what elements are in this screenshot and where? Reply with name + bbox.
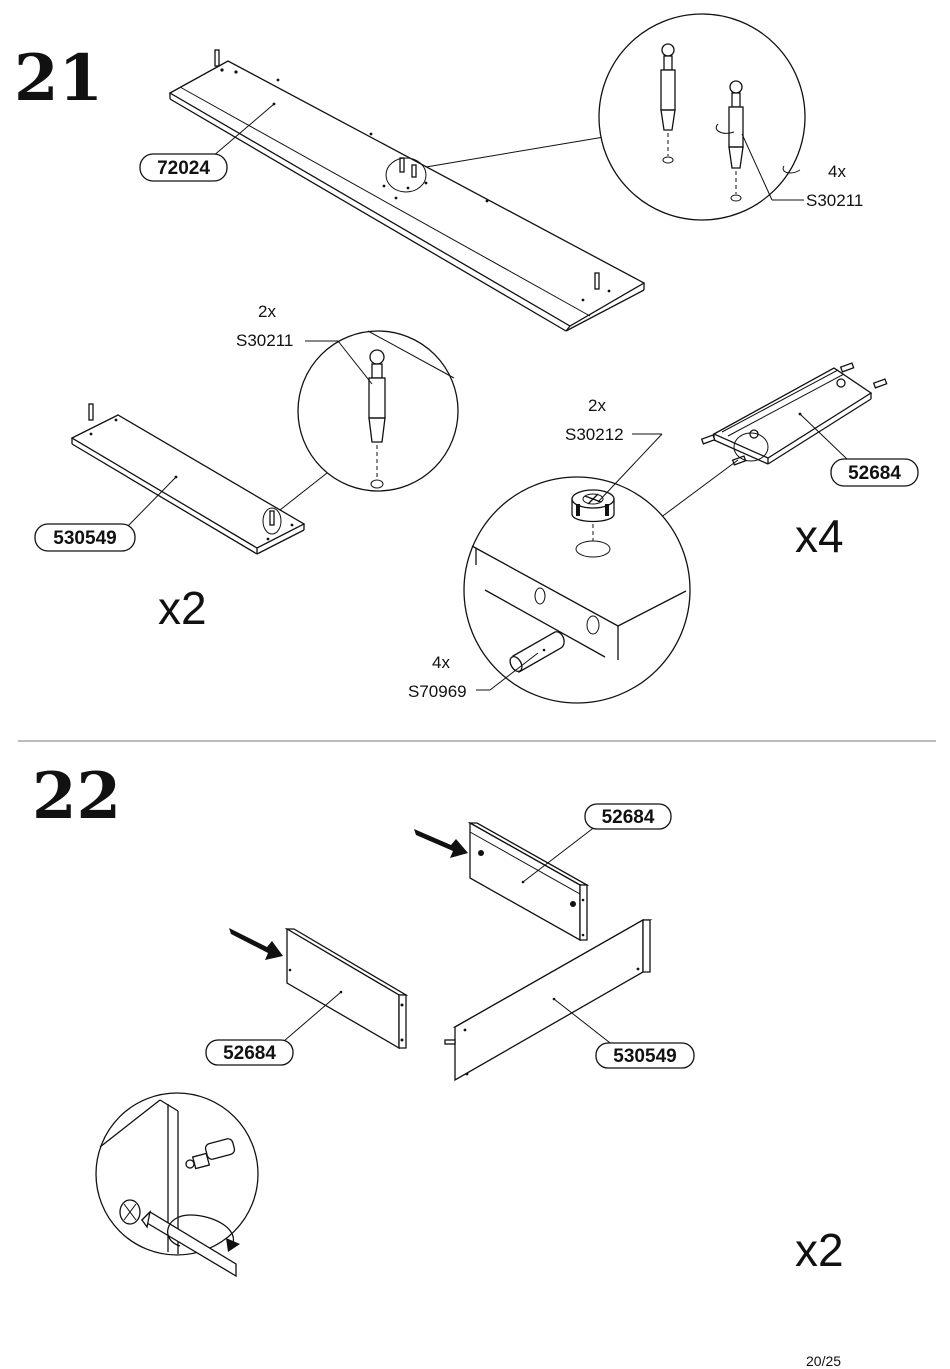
code-cam: S30212	[565, 425, 624, 444]
zoom-leader-end	[659, 459, 739, 519]
zoom-circle-top-bolts	[598, 13, 806, 221]
svg-text:530549: 530549	[613, 1046, 676, 1067]
step-number-21: 21	[14, 41, 103, 116]
svg-text:52684: 52684	[223, 1043, 276, 1064]
qty-side-bolts: 2x	[258, 302, 276, 321]
qty-cam: 2x	[588, 396, 606, 415]
leader-530549	[127, 476, 177, 527]
svg-text:530549: 530549	[53, 528, 116, 549]
step-number-22: 22	[32, 759, 121, 834]
part-label-530549: 530549	[34, 523, 136, 552]
page-number: 20/25	[806, 1353, 841, 1369]
leader-cam-b	[597, 433, 663, 503]
bolt-icon	[185, 1138, 236, 1170]
end-panel-front-52684	[284, 927, 409, 1050]
bolt-icon	[660, 43, 676, 164]
qty-dowel: 4x	[432, 653, 450, 672]
insert-arrow-icon	[414, 829, 468, 858]
bolt-icon	[728, 80, 744, 202]
leader-530549-step22	[553, 998, 615, 1047]
zoom-circle-screwdriver	[95, 1092, 259, 1278]
multiplier-side-x2: x2	[158, 582, 207, 634]
zoom-circle-cam-dowel	[463, 476, 691, 704]
screwdriver-icon	[140, 1210, 237, 1278]
qty-top-bolts: 4x	[828, 162, 846, 181]
leader-52684-front	[283, 991, 342, 1042]
cam-lock-icon	[119, 1199, 141, 1225]
top-panel-72024	[168, 49, 646, 332]
part-label-530549-step22: 530549	[595, 1042, 695, 1069]
insert-arrow-icon	[229, 928, 283, 960]
arrowhead-icon	[226, 1238, 240, 1252]
code-top-bolts: S30211	[806, 191, 863, 210]
part-label-72024: 72024	[139, 153, 228, 182]
multiplier-end-x4: x4	[795, 510, 844, 562]
end-panel-back-52684	[467, 821, 590, 942]
part-label-52684-step21: 52684	[830, 458, 919, 487]
code-side-bolts: S30211	[236, 331, 293, 350]
svg-text:52684: 52684	[602, 807, 655, 828]
zoom-leader-side	[279, 472, 328, 511]
zoom-leader-top	[425, 136, 605, 168]
leader-dowel-b	[489, 652, 539, 691]
side-panel-530549	[70, 403, 306, 555]
svg-text:52684: 52684	[848, 463, 901, 484]
bolt-icon	[368, 349, 386, 489]
code-dowel: S70969	[408, 682, 467, 701]
rotate-arrow-icon	[167, 1214, 235, 1247]
side-panel-530549-step22	[444, 918, 653, 1082]
multiplier-step22-x2: x2	[795, 1224, 844, 1276]
leader-52684-back	[522, 825, 597, 883]
leader-72024	[211, 103, 275, 158]
part-label-52684-front: 52684	[205, 1039, 294, 1066]
zoom-circle-side-bolt	[297, 330, 459, 492]
part-label-52684-back: 52684	[584, 803, 672, 830]
leader-52684-step21	[799, 413, 849, 461]
end-panel-52684	[700, 362, 888, 466]
svg-text:72024: 72024	[157, 158, 210, 179]
